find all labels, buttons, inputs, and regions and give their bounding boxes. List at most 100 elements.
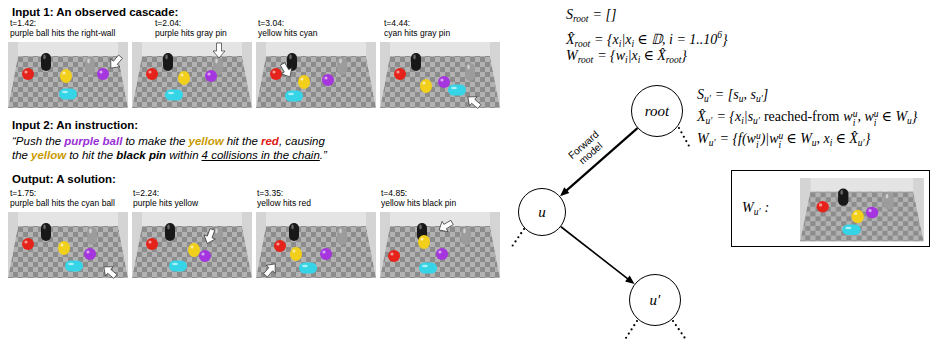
scene-panel bbox=[256, 42, 376, 108]
tree-node: root bbox=[631, 85, 683, 137]
subscript: u′ bbox=[858, 138, 865, 148]
math-term: , w bbox=[857, 109, 873, 124]
instruction-phrase: 4 collisions in the chain bbox=[202, 149, 320, 161]
math-term: = [] bbox=[592, 7, 616, 22]
frame-caption: yellow hits black pin bbox=[381, 198, 456, 208]
scene-panel bbox=[380, 42, 500, 111]
node-label: root bbox=[645, 103, 669, 120]
instruction-phrase: “Push the bbox=[12, 135, 61, 147]
math-term: , s bbox=[743, 87, 755, 102]
subscript: u′ bbox=[754, 207, 761, 217]
edge-label: Forward model bbox=[561, 124, 613, 174]
subscript: u bbox=[812, 138, 817, 148]
tree-node: u bbox=[518, 188, 566, 236]
state-image bbox=[800, 178, 924, 241]
scene-panel bbox=[132, 212, 252, 278]
subscript: i bbox=[625, 55, 628, 65]
math-term: w bbox=[843, 109, 852, 124]
subscript: u bbox=[739, 94, 744, 104]
subscript: u′ bbox=[756, 94, 763, 104]
scene-panel bbox=[8, 212, 128, 281]
stacked-script: iu bbox=[853, 110, 858, 128]
math-term: W bbox=[697, 131, 709, 146]
section-heading: Input 1: An observed cascade: bbox=[12, 5, 178, 19]
math-term: } bbox=[722, 32, 728, 47]
math-term: } bbox=[865, 131, 871, 146]
subscript: i bbox=[638, 55, 641, 65]
arrowhead bbox=[625, 275, 634, 284]
instruction-phrase: .” bbox=[320, 149, 327, 161]
subscript: i bbox=[853, 119, 858, 128]
math-term: W bbox=[566, 48, 578, 63]
state-box: Wu′: bbox=[731, 170, 930, 247]
math-term: X̂ bbox=[697, 109, 706, 124]
instruction-phrase: the bbox=[12, 149, 28, 161]
frame-time: t=1.42: bbox=[10, 18, 36, 28]
frame-time: t=3.35: bbox=[257, 188, 283, 198]
subscript: root bbox=[573, 14, 588, 24]
set-formula: Su′= [su, su′] bbox=[697, 86, 768, 108]
scene-panel bbox=[380, 212, 500, 278]
math-term: = {x bbox=[594, 32, 619, 47]
scene-panel bbox=[132, 42, 252, 108]
math-word: reached-from bbox=[764, 109, 839, 124]
instruction-phrase: to make the bbox=[125, 135, 185, 147]
continuation-dots bbox=[511, 128, 689, 341]
set-formula: Wroot= {wi|xi∈ X̂root} bbox=[566, 47, 687, 69]
instruction-phrase: yellow bbox=[188, 135, 223, 147]
instruction-phrase: black pin bbox=[116, 149, 166, 161]
math-term: : bbox=[765, 200, 770, 215]
frame-caption: yellow hits red bbox=[257, 198, 311, 208]
tree-edge bbox=[561, 227, 635, 284]
math-term: ∈ X̂ bbox=[835, 131, 857, 146]
node-label: u′ bbox=[650, 292, 661, 309]
math-term: ] bbox=[763, 87, 768, 102]
superscript: u bbox=[853, 110, 858, 119]
superscript: u bbox=[874, 110, 879, 119]
math-term: ∈ W bbox=[882, 109, 908, 124]
instruction-phrase: , causing bbox=[279, 135, 325, 147]
math-term: = {f(w bbox=[720, 131, 756, 146]
subscript: i bbox=[619, 39, 622, 49]
math-term: |s bbox=[744, 109, 753, 124]
subscript: root bbox=[578, 55, 593, 65]
stacked-script: iu bbox=[779, 132, 784, 150]
frame-caption: purple ball hits the right-wall bbox=[10, 28, 115, 38]
subscript: i bbox=[756, 141, 761, 150]
instruction-phrase: within bbox=[169, 149, 198, 161]
frame-caption: purple hits gray pin bbox=[155, 28, 227, 38]
scene-panel bbox=[8, 42, 128, 108]
math-term: , x bbox=[817, 131, 830, 146]
subscript: root bbox=[575, 39, 590, 49]
math-term: |x bbox=[628, 48, 638, 63]
frame-time: t=3.04: bbox=[258, 18, 284, 28]
math-term: } bbox=[912, 109, 918, 124]
state-label: Wu′: bbox=[742, 200, 769, 217]
math-term: )|w bbox=[761, 131, 779, 146]
math-term: ∈ W bbox=[786, 131, 812, 146]
math-term: X̂ bbox=[566, 32, 575, 47]
subscript: i bbox=[830, 138, 833, 148]
subscript: u′ bbox=[709, 138, 716, 148]
frame-caption: yellow hits cyan bbox=[258, 28, 318, 38]
stacked-script: iu bbox=[874, 110, 879, 128]
section-heading: Input 2: An instruction: bbox=[12, 118, 138, 132]
superscript: 6 bbox=[717, 30, 722, 40]
math-term: ∈ 𝔻, i = 1..10 bbox=[637, 32, 717, 47]
math-term: S bbox=[566, 7, 573, 22]
subscript: u′ bbox=[706, 116, 713, 126]
node-label: u bbox=[538, 204, 546, 221]
tree-node: u′ bbox=[629, 274, 681, 326]
frame-time: t=1.75: bbox=[10, 188, 36, 198]
math-term: S bbox=[697, 87, 704, 102]
subscript: i bbox=[874, 119, 879, 128]
subscript: i bbox=[632, 39, 635, 49]
set-formula: Sroot = [] bbox=[566, 6, 616, 28]
math-term: = {x bbox=[716, 109, 741, 124]
math-term: = {w bbox=[597, 48, 625, 63]
frame-time: t=2.24: bbox=[133, 188, 159, 198]
stacked-script: iu bbox=[756, 132, 761, 150]
math-term: ∈ X̂ bbox=[643, 48, 665, 63]
instruction-phrase: to hit the bbox=[69, 149, 113, 161]
